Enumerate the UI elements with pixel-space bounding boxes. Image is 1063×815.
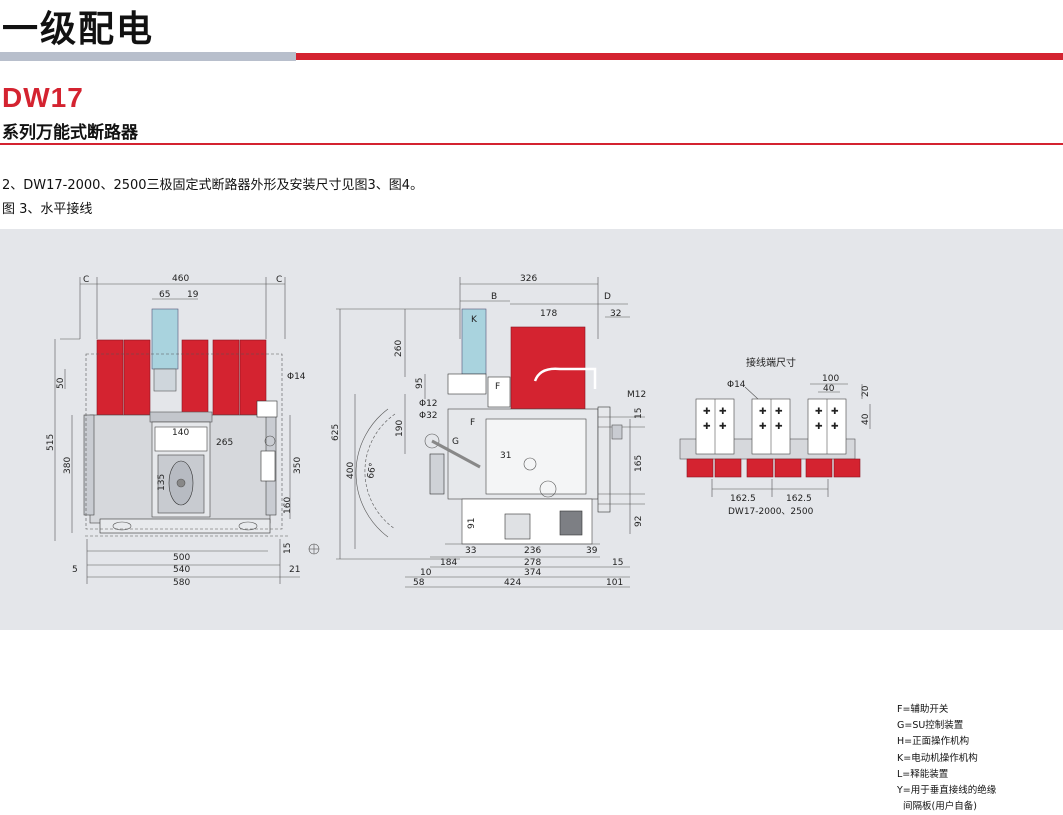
- dim-d: D: [604, 292, 611, 302]
- legend-item-l: L=释能装置: [897, 768, 949, 780]
- dim-20: 20: [861, 385, 871, 397]
- dim-380: 380: [63, 457, 73, 474]
- dim-260: 260: [394, 340, 404, 357]
- dim-374: 374: [524, 568, 541, 578]
- dim-33: 33: [465, 546, 476, 556]
- dim-162-5-left: 162.5: [730, 494, 756, 504]
- dim-190: 190: [395, 420, 405, 437]
- dim-162-5-right: 162.5: [786, 494, 812, 504]
- dim-40-vertical: 40: [861, 413, 871, 425]
- dim-540: 540: [173, 565, 190, 575]
- dim-400: 400: [346, 462, 356, 479]
- dim-500: 500: [173, 553, 190, 563]
- dim-460: 460: [172, 274, 189, 284]
- svg-text:✚: ✚: [831, 407, 839, 417]
- label-f-top: F: [495, 382, 500, 392]
- dim-10: 10: [420, 568, 432, 578]
- dim-236: 236: [524, 546, 541, 556]
- dim-165: 165: [634, 455, 644, 472]
- header-bar-red: [296, 53, 1063, 60]
- svg-text:✚: ✚: [831, 422, 839, 432]
- dim-39: 39: [586, 546, 598, 556]
- svg-text:✚: ✚: [815, 407, 823, 417]
- svg-text:✚: ✚: [703, 422, 711, 432]
- model-name: DW17: [2, 82, 84, 113]
- header-bar-gray: [0, 52, 296, 61]
- dim-40-horizontal: 40: [823, 384, 835, 394]
- dim-65: 65: [159, 290, 170, 300]
- dim-580: 580: [173, 578, 190, 588]
- dim-278: 278: [524, 558, 541, 568]
- dim-101: 101: [606, 578, 623, 588]
- terminal-bolts: ✚ ✚ ✚ ✚ ✚ ✚ ✚ ✚ ✚ ✚ ✚ ✚: [703, 407, 839, 432]
- dim-phi14-front: Φ14: [287, 372, 306, 382]
- svg-text:✚: ✚: [815, 422, 823, 432]
- dim-95: 95: [415, 378, 425, 389]
- divider-line: [0, 143, 1063, 145]
- description-line-1: 2、DW17-2000、2500三极固定式断路器外形及安装尺寸见图3、图4。: [2, 178, 424, 193]
- terminal-title: 接线端尺寸: [746, 356, 796, 369]
- dim-100: 100: [822, 374, 839, 384]
- dim-50: 50: [56, 377, 66, 389]
- legend-item-g: G=SU控制装置: [897, 720, 964, 732]
- dim-58: 58: [413, 578, 425, 588]
- dim-31: 31: [500, 451, 511, 461]
- dim-140: 140: [172, 428, 189, 438]
- dim-15-side: 15: [634, 408, 644, 419]
- dim-265: 265: [216, 438, 233, 448]
- dim-c-right: C: [276, 275, 282, 285]
- svg-text:✚: ✚: [759, 422, 767, 432]
- section-title: 一级配电: [2, 9, 155, 50]
- svg-text:✚: ✚: [719, 407, 727, 417]
- dim-c-left: C: [83, 275, 89, 285]
- drawing-panel: ✚ ✚ ✚ ✚ ✚ ✚ ✚ ✚ ✚ ✚ ✚ ✚ C C 460 65 19 Φ14 50 5…: [0, 229, 1063, 812]
- legend: F=辅助开关 G=SU控制装置 H=正面操作机构 K=电动机操作机构 L=释能装…: [897, 702, 996, 815]
- dim-424: 424: [504, 578, 521, 588]
- dim-phi14-terminal: Φ14: [727, 380, 746, 390]
- label-g: G: [452, 437, 459, 447]
- dim-178: 178: [540, 309, 557, 319]
- svg-text:✚: ✚: [775, 407, 783, 417]
- front-view: [54, 277, 320, 584]
- legend-item-y: Y=用于垂直接线的绝缘: [897, 785, 997, 797]
- dim-21: 21: [289, 565, 300, 575]
- dim-326: 326: [520, 274, 537, 284]
- dim-184: 184: [440, 558, 457, 568]
- dim-625: 625: [331, 424, 341, 441]
- dim-15-front: 15: [283, 543, 293, 554]
- dim-350: 350: [293, 457, 303, 474]
- dim-92: 92: [634, 516, 644, 527]
- dim-32: 32: [610, 309, 621, 319]
- svg-text:✚: ✚: [759, 407, 767, 417]
- dim-b: B: [491, 292, 497, 302]
- legend-item-y-cont: 间隔板(用户自备): [897, 801, 977, 813]
- dim-160: 160: [283, 497, 293, 514]
- label-f-mid: F: [470, 418, 475, 428]
- dim-15-bottom: 15: [612, 558, 623, 568]
- dim-phi12: Φ12: [419, 399, 438, 409]
- dim-66deg: 66°: [366, 462, 379, 479]
- technical-drawing: ✚ ✚ ✚ ✚ ✚ ✚ ✚ ✚ ✚ ✚ ✚ ✚ C C 460 65 19 Φ14 50 5…: [46, 274, 871, 588]
- dim-5: 5: [72, 565, 78, 575]
- dim-phi32: Φ32: [419, 411, 438, 421]
- description-line-2: 图 3、水平接线: [2, 202, 93, 217]
- legend-item-k: K=电动机操作机构: [897, 752, 978, 764]
- legend-item-h: H=正面操作机构: [897, 736, 970, 748]
- dim-515: 515: [46, 434, 56, 451]
- svg-text:✚: ✚: [775, 422, 783, 432]
- dim-91: 91: [467, 518, 477, 529]
- terminal-model-label: DW17-2000、2500: [728, 507, 814, 517]
- svg-text:✚: ✚: [703, 407, 711, 417]
- series-name: 系列万能式断路器: [2, 123, 138, 143]
- svg-text:✚: ✚: [719, 422, 727, 432]
- dim-135: 135: [157, 474, 167, 491]
- label-k: K: [471, 315, 478, 325]
- legend-item-f: F=辅助开关: [897, 704, 949, 715]
- label-m12: M12: [627, 390, 646, 400]
- side-view: [336, 277, 645, 588]
- terminal-view: [679, 383, 871, 497]
- dim-19: 19: [187, 290, 199, 300]
